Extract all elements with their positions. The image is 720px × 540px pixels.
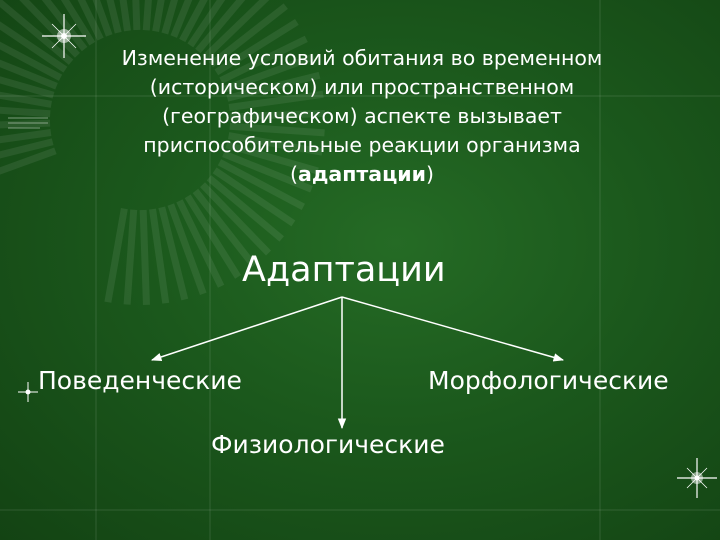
sunburst-ray [170, 0, 193, 38]
sunburst-ray [152, 0, 165, 32]
sunburst-ray [217, 159, 305, 210]
sunburst-ray [19, 0, 80, 58]
sparkle-icon [677, 458, 717, 498]
sunburst-ray [223, 53, 316, 93]
sunburst-ray [158, 206, 189, 301]
intro-text: Изменение условий обитания во временном … [80, 44, 644, 189]
sunburst-ray [200, 182, 272, 256]
sunburst-ray [142, 0, 152, 31]
sunburst-ray [0, 91, 52, 108]
sunburst-ray [228, 90, 324, 111]
sunburst-ray [179, 0, 208, 43]
sparkle-icon [18, 382, 38, 402]
sunburst-ray [0, 147, 57, 175]
sunburst-ray [60, 0, 96, 46]
sunburst-ray [92, 0, 113, 37]
sunburst-ray [167, 203, 207, 296]
sunburst-ray [0, 129, 52, 144]
sunburst-ray [176, 199, 225, 288]
physiological-node-label: Физиологические [211, 430, 445, 459]
sunburst-ray [225, 141, 319, 175]
sparkle-icon [42, 14, 86, 58]
sunburst-ray [119, 0, 131, 32]
sunburst-ray [195, 0, 246, 54]
sunburst-ray [0, 106, 51, 118]
sunburst-ray [229, 122, 325, 137]
sunburst-ray [228, 132, 323, 156]
sunburst-ray [161, 0, 179, 35]
sunburst-ray [123, 209, 138, 305]
sunburst-ray [226, 71, 321, 102]
sunburst-ray [0, 119, 51, 129]
sunburst-ray [0, 138, 54, 159]
sunburst-ray [219, 35, 308, 84]
sunburst-ray [0, 21, 68, 73]
arrow-to-left [151, 296, 343, 362]
sunburst-ray [212, 167, 296, 227]
root-node-label: Адаптации [242, 250, 446, 290]
morphological-node-label: Морфологические [428, 366, 669, 395]
sunburst-ray [104, 208, 128, 303]
sunburst-ray [106, 0, 122, 34]
sunburst-ray [0, 59, 58, 90]
sunburst-ray [0, 41, 63, 81]
sunburst-ray [0, 0, 74, 65]
sunburst-ray [184, 194, 242, 279]
sunburst-ray [149, 208, 170, 304]
sunburst-ray [139, 209, 150, 306]
sunburst-ray [208, 3, 288, 68]
sunburst-ray [222, 150, 313, 193]
sunburst-pattern [0, 0, 326, 306]
arrow-to-right [341, 296, 565, 362]
intro-text-end: ) [426, 162, 435, 186]
sunburst-ray [214, 18, 299, 76]
sunburst-ray [229, 110, 326, 121]
sunburst-ray [206, 175, 284, 242]
behavioral-node-label: Поведенческие [38, 366, 242, 395]
sunburst-ray [77, 0, 104, 41]
sunburst-ray [132, 0, 141, 31]
sunburst-ray [0, 76, 55, 99]
sunburst-ray [192, 188, 257, 268]
sunburst-ray [202, 0, 270, 60]
intro-text-main: Изменение условий обитания во временном … [121, 46, 603, 186]
sunburst-ray [187, 0, 226, 48]
sunburst-ray [41, 0, 88, 52]
intro-text-bold: адаптации [297, 162, 427, 186]
